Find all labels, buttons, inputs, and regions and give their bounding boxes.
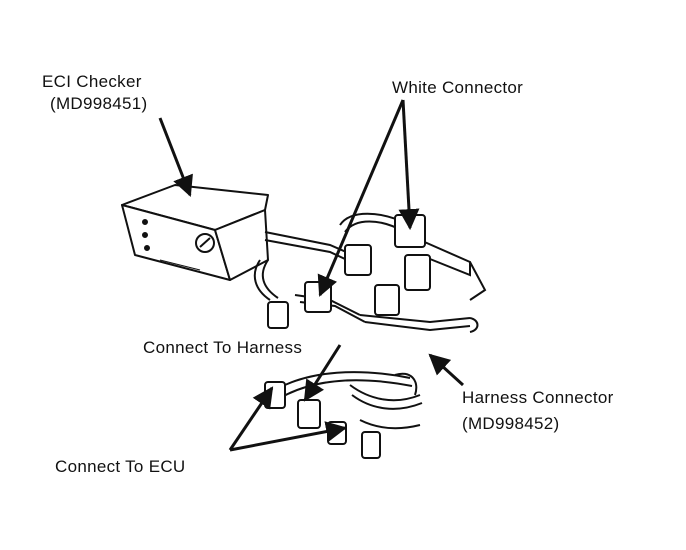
harness-connector-label: Harness Connector — [462, 388, 614, 407]
connect-to-ecu-label: Connect To ECU — [55, 457, 186, 476]
eci-checker-box — [121, 184, 269, 281]
callout-arrows — [158, 99, 465, 452]
connect-to-harness-label: Connect To Harness — [143, 338, 303, 357]
harness-connector-assembly — [264, 371, 423, 459]
white-connector-label: White Connector — [392, 78, 524, 97]
harness-connector-part-number: (MD998452) — [462, 414, 560, 433]
white-connector-group — [267, 214, 431, 329]
eci-checker-part-number: (MD998451) — [50, 94, 148, 113]
eci-checker-label: ECI Checker — [42, 72, 142, 91]
